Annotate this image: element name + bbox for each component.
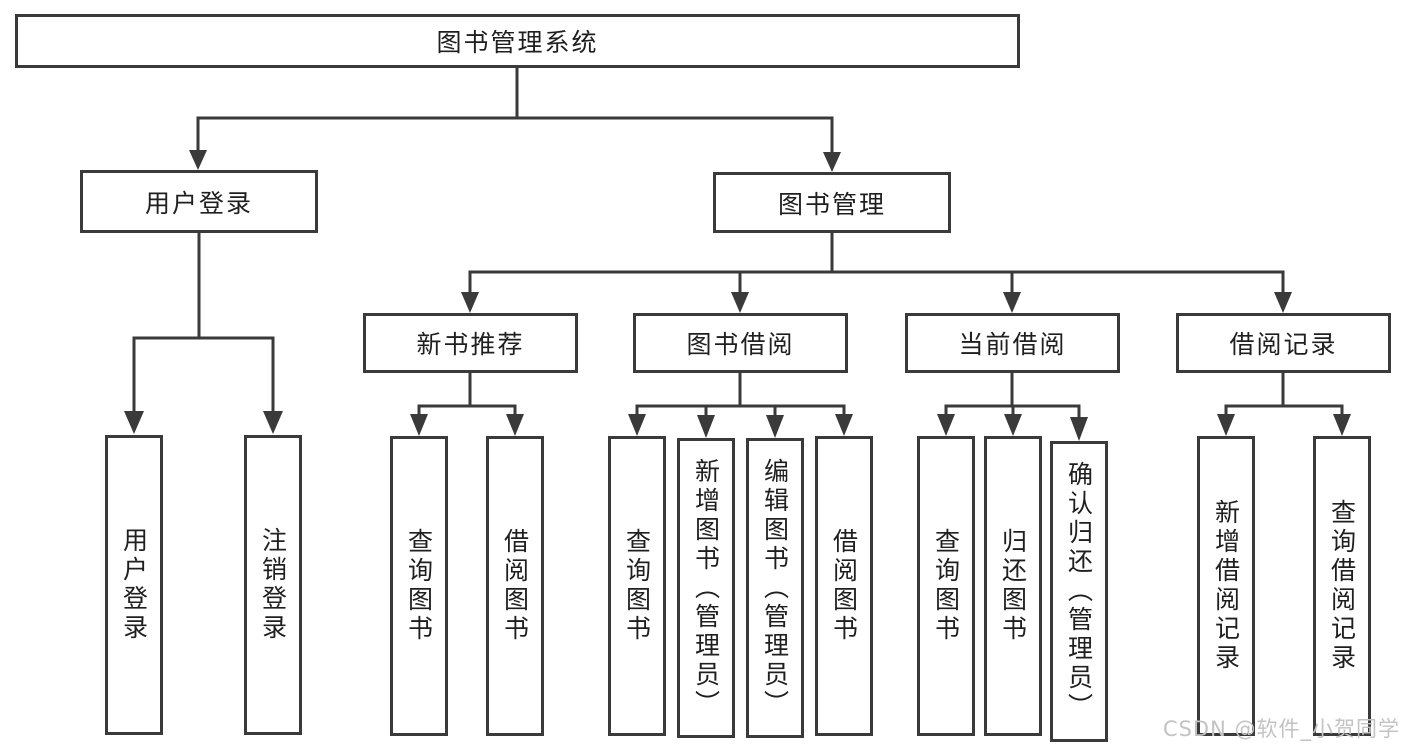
leaf-return-books: 归还图书	[984, 436, 1042, 736]
leaf-borrow-query-books-label: 查询图书	[622, 528, 652, 644]
leaf-add-borrow-record: 新增借阅记录	[1197, 436, 1255, 736]
node-root: 图书管理系统	[15, 14, 1020, 68]
node-user-login: 用户登录	[80, 170, 318, 233]
leaf-edit-books-admin: 编辑图书（管理员）	[746, 438, 804, 738]
node-new-book-recommend: 新书推荐	[363, 313, 578, 373]
leaf-confirm-return-admin-label: 确认归还（管理员）	[1064, 461, 1094, 722]
leaf-current-query-books: 查询图书	[917, 436, 975, 736]
node-new-book-recommend-label: 新书推荐	[416, 330, 525, 359]
leaf-user-login-label: 用户登录	[119, 527, 149, 643]
node-book-borrowing-label: 图书借阅	[686, 330, 795, 359]
node-user-login-label: 用户登录	[144, 188, 253, 218]
leaf-borrow-books-label: 借阅图书	[829, 528, 859, 644]
node-root-label: 图书管理系统	[436, 28, 599, 57]
leaf-return-books-label: 归还图书	[998, 528, 1028, 644]
leaf-newbook-query-label: 查询图书	[404, 528, 434, 644]
leaf-confirm-return-admin: 确认归还（管理员）	[1050, 441, 1108, 742]
node-current-borrowing: 当前借阅	[905, 313, 1120, 373]
leaf-borrow-query-books: 查询图书	[608, 436, 666, 736]
leaf-edit-books-admin-label: 编辑图书（管理员）	[760, 457, 790, 719]
leaf-user-login: 用户登录	[105, 435, 163, 735]
leaf-newbook-borrow: 借阅图书	[486, 436, 544, 736]
leaf-add-borrow-record-label: 新增借阅记录	[1211, 499, 1241, 673]
csdn-watermark: CSDN @软件_小贺同学	[1162, 717, 1400, 741]
leaf-query-borrow-record: 查询借阅记录	[1313, 436, 1371, 736]
leaf-add-books-admin-label: 新增图书（管理员）	[691, 457, 721, 719]
node-book-management-label: 图书管理	[777, 189, 886, 219]
node-borrow-records: 借阅记录	[1176, 313, 1391, 373]
node-borrow-records-label: 借阅记录	[1229, 330, 1338, 359]
leaf-current-query-books-label: 查询图书	[931, 528, 961, 644]
leaf-query-borrow-record-label: 查询借阅记录	[1327, 499, 1357, 673]
leaf-borrow-books: 借阅图书	[815, 436, 873, 736]
leaf-logout: 注销登录	[244, 435, 302, 735]
node-current-borrowing-label: 当前借阅	[958, 330, 1067, 359]
leaf-newbook-query: 查询图书	[390, 436, 448, 736]
leaf-add-books-admin: 新增图书（管理员）	[677, 438, 735, 738]
leaf-newbook-borrow-label: 借阅图书	[500, 528, 530, 644]
leaf-logout-label: 注销登录	[258, 527, 288, 643]
node-book-borrowing: 图书借阅	[633, 313, 848, 373]
node-book-management: 图书管理	[713, 172, 951, 233]
